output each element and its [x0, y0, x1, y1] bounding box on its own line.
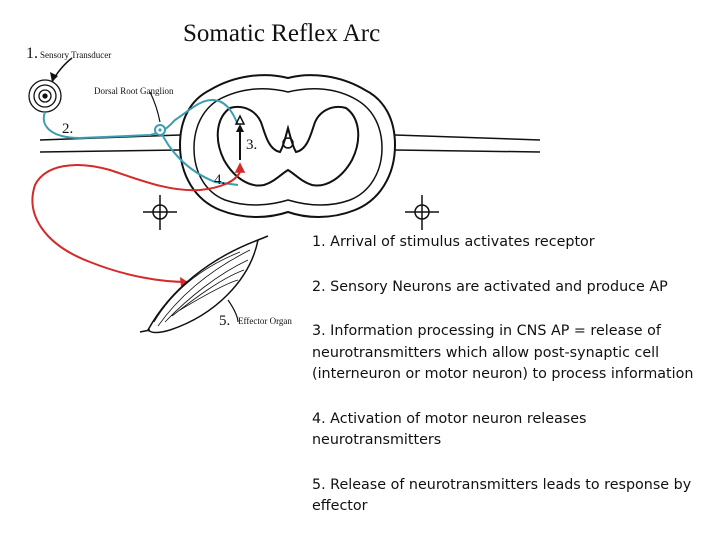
label-step3-number: 3. [246, 137, 257, 153]
diagram-title: Somatic Reflex Arc [183, 20, 381, 47]
steps-list: 1. Arrival of stimulus activates recepto… [312, 232, 712, 518]
effector-pointer [227, 299, 239, 323]
label-sensory-transducer: Sensory Transducer [40, 50, 111, 60]
lower-vertebra-marker-left [143, 195, 177, 230]
label-step2-number: 2. [62, 121, 73, 137]
sensory-neuron-path [42, 98, 239, 140]
sensory-receptor [28, 79, 62, 113]
step-2: 2. Sensory Neurons are activated and pro… [312, 278, 668, 295]
spinal-cord-outline [178, 74, 397, 218]
ganglion-pointer [149, 91, 161, 123]
lower-vertebra-marker-right [405, 195, 439, 230]
motor-neuron-body [234, 162, 246, 173]
effector-muscle [139, 235, 269, 334]
label-step4-number: 4. [214, 172, 225, 188]
label-step5-number: 5. [219, 313, 230, 329]
step-1: 1. Arrival of stimulus activates recepto… [312, 234, 595, 250]
step-5: 5. Release of neurotransmitters leads to… [312, 476, 692, 515]
label-dorsal-root-ganglion: Dorsal Root Ganglion [94, 86, 174, 96]
grey-matter [216, 106, 360, 187]
receptor-arrowhead [50, 72, 58, 82]
label-step1-number: 1. [26, 45, 38, 62]
central-canal [282, 137, 294, 149]
label-effector-organ: Effector Organ [238, 316, 292, 326]
step-3: 3. Information processing in CNS AP = re… [312, 323, 694, 382]
sensory-neuron-branch [159, 129, 239, 186]
motor-neuron-axon [31, 164, 241, 283]
ganglion-nucleus [158, 128, 162, 132]
nerve-root-right [394, 134, 541, 153]
interneuron-upper-cell [234, 114, 246, 125]
step-4: 4. Activation of motor neuron releases n… [312, 410, 587, 449]
interneuron-arrowhead [236, 124, 244, 132]
motor-arrowhead [180, 277, 188, 287]
